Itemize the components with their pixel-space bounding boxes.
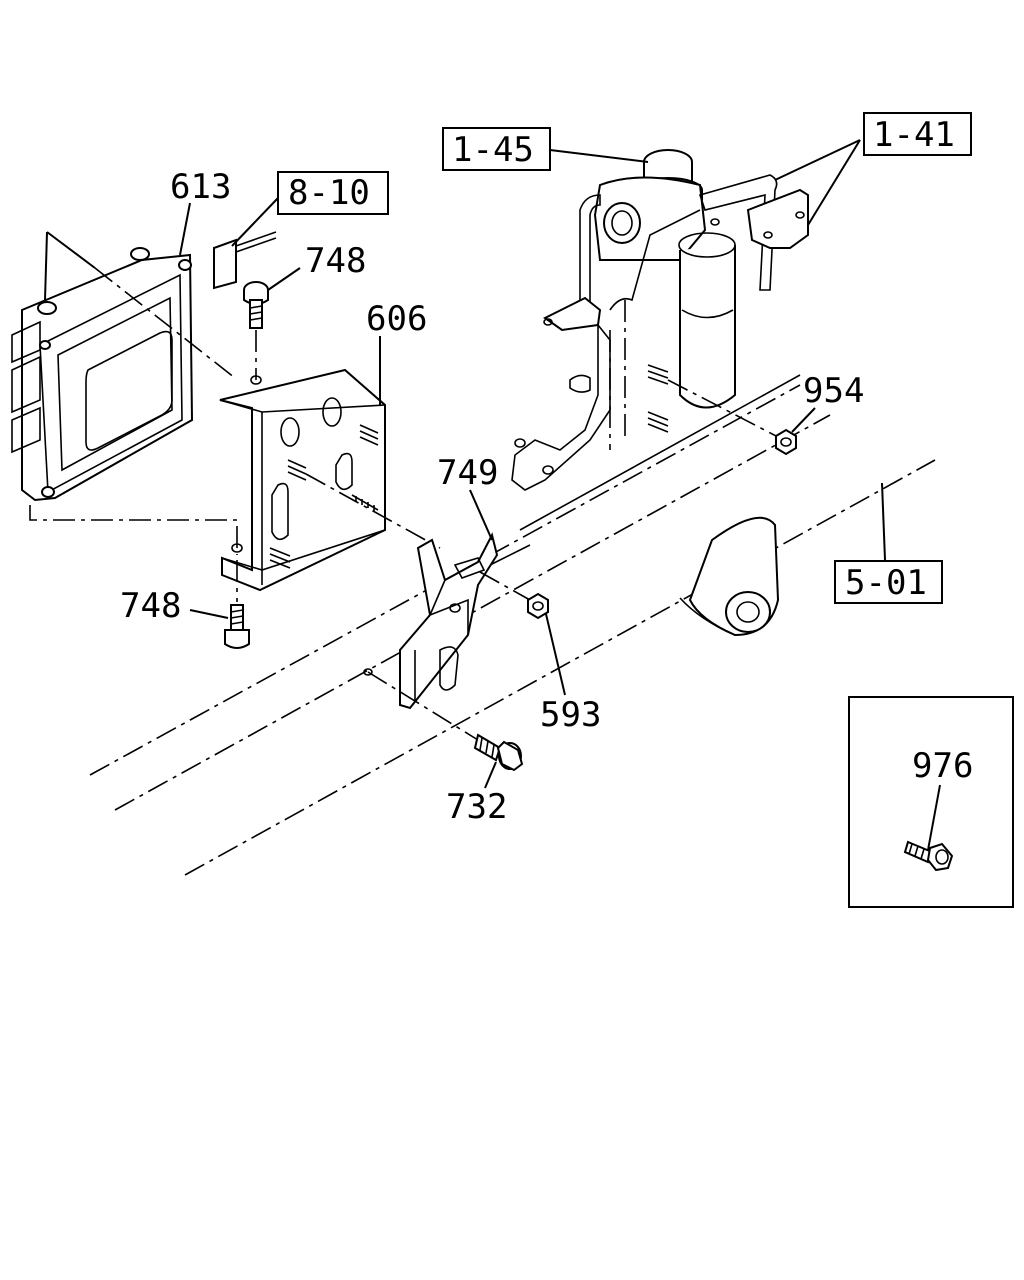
ref-box-1-41 [863,112,972,156]
bolt-732 [363,668,524,789]
ref-box-1-45 [442,127,551,171]
label-732: 732 [446,787,507,827]
stud-right-upper [359,424,379,446]
connector-8-10 [213,197,279,290]
bracket-749 [399,489,531,710]
frame-rail-lines [89,374,936,876]
label-954: 954 [803,371,864,411]
bracket-606 [219,336,386,592]
nut-593 [527,592,566,696]
label-748-bottom: 748 [120,586,181,626]
label-749: 749 [437,453,498,493]
label-748-top: 748 [305,241,366,281]
label-8-10: 8-10 [288,173,370,213]
bolt-748-bottom [189,560,250,649]
stud-left-upper [287,459,307,481]
label-1-41: 1-41 [873,115,955,155]
stud-left-lower [269,547,291,569]
ref-box-5-01 [834,560,943,604]
label-5-01: 5-01 [845,563,927,603]
label-1-45: 1-45 [452,130,534,170]
label-593: 593 [540,695,601,735]
spring-hanger [679,516,780,637]
inset-box-976 [848,696,1014,908]
ref-box-8-10 [277,171,389,215]
label-606: 606 [366,299,427,339]
bolt-748-top [243,267,301,380]
nut-954 [775,407,816,456]
label-613: 613 [170,167,231,207]
controller-unit-613 [11,247,194,502]
label-976: 976 [912,746,973,786]
dryer-receiver-assembly [511,139,861,491]
